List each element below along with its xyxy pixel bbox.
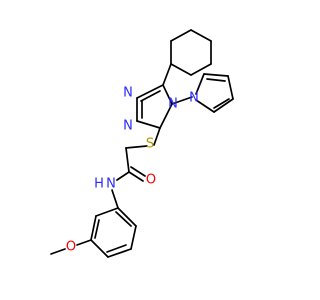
triazole-ring bbox=[136, 84, 173, 129]
atom-n-pyrrole: N bbox=[189, 91, 199, 106]
methoxyphenyl-ring bbox=[90, 207, 137, 258]
sulfur-methylene-bond bbox=[125, 145, 148, 149]
cyclohexyl-triazole-bond bbox=[162, 63, 172, 86]
methoxy-methyl-bond bbox=[50, 248, 66, 255]
atom-n-triazole-1: N bbox=[123, 86, 133, 101]
triazole-pyrrole-bond bbox=[171, 96, 193, 105]
atom-o-methoxy: O bbox=[66, 240, 76, 255]
atom-n-amide: N bbox=[106, 177, 116, 192]
atom-o-carbonyl: O bbox=[146, 173, 156, 188]
methylene-carbonyl-bond bbox=[125, 147, 130, 173]
atom-labels: N N N N S O N H O bbox=[66, 86, 199, 255]
atom-h-amide: H bbox=[94, 177, 104, 192]
triazole-sulfur-bond bbox=[153, 127, 161, 146]
atom-n-triazole-4: N bbox=[168, 97, 178, 112]
carbonyl-amide-bond bbox=[116, 171, 130, 181]
amide-phenyl-bond bbox=[111, 189, 119, 209]
pyrrole-ring bbox=[195, 73, 234, 113]
aryl-methoxy-bond bbox=[76, 239, 92, 246]
carbonyl-double-bond bbox=[128, 171, 144, 182]
molecule-canvas: N N N N S O N H O bbox=[50, 29, 234, 258]
cyclohexyl-ring bbox=[170, 29, 212, 76]
atom-n-triazole-2: N bbox=[123, 119, 133, 134]
atom-s-thioether: S bbox=[146, 137, 154, 152]
molecule-structure: N N N N S O N H O bbox=[50, 29, 234, 258]
